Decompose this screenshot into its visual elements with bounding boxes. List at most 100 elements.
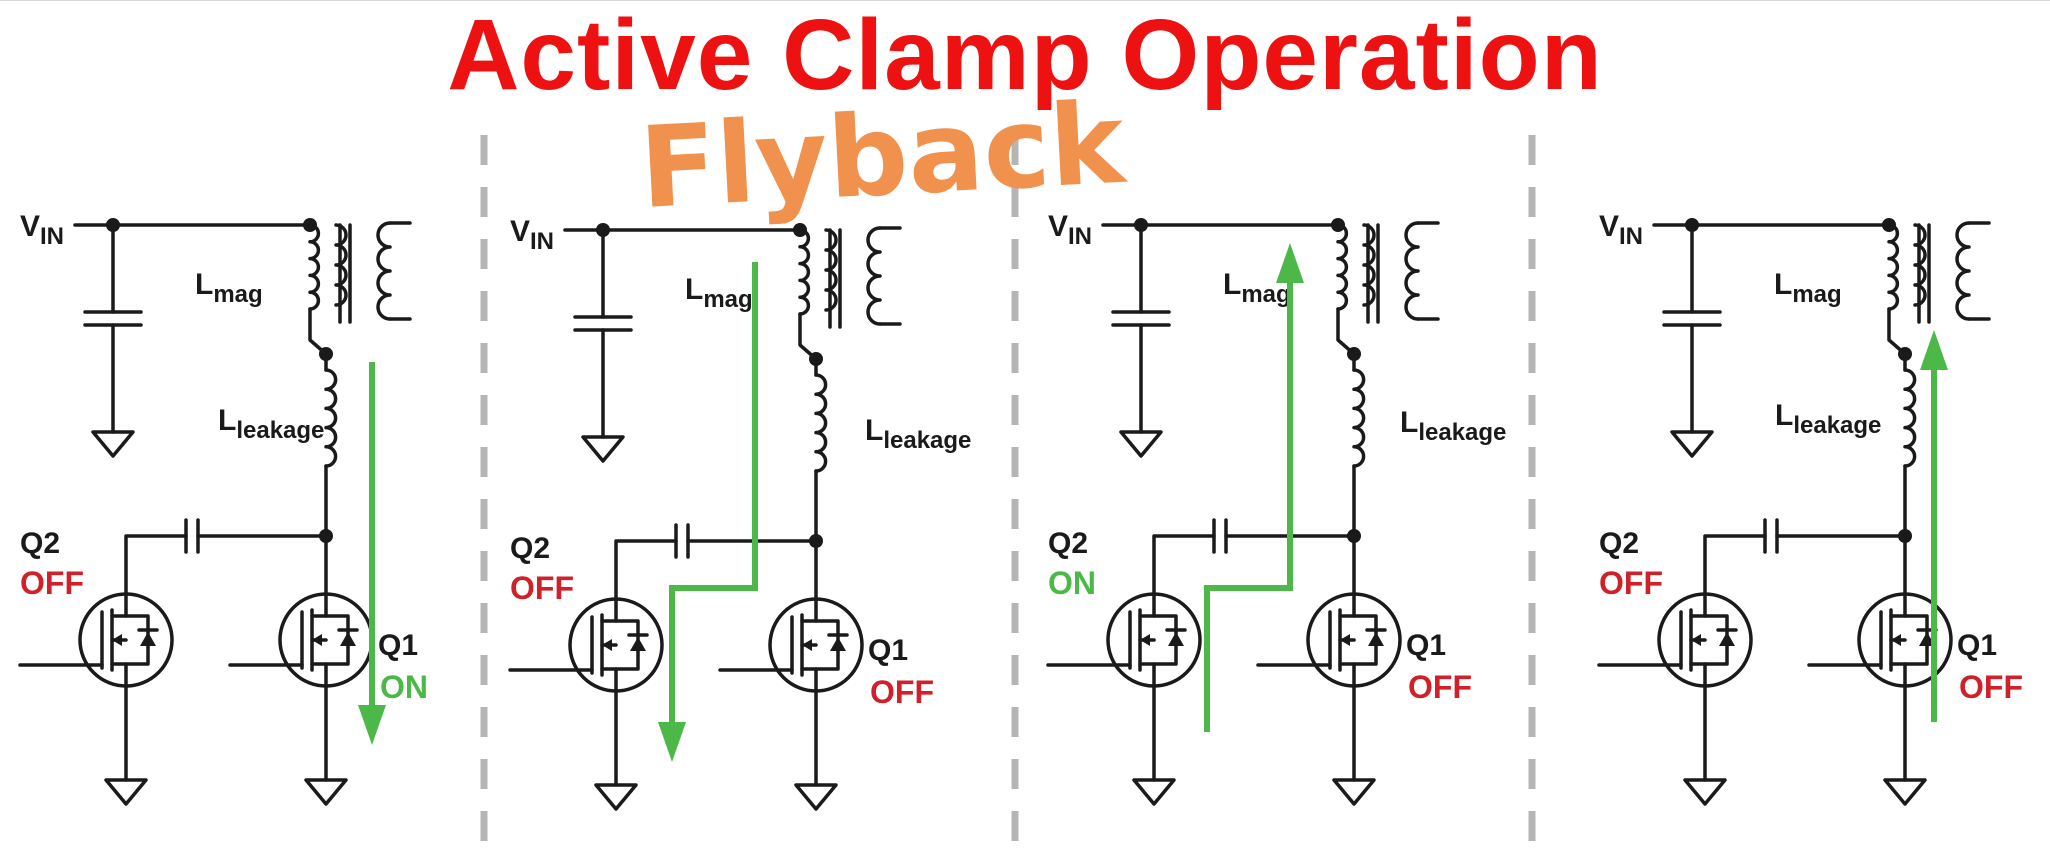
body-diode-triangle: [830, 637, 846, 651]
lmag-label: Lmag: [1774, 268, 1842, 308]
top-border: [0, 0, 2050, 1]
lmag-label: Lmag: [1223, 268, 1291, 308]
circuit-panels: VINLmagLleakageQ2OFFQ1ONVINLmagLleakageQ…: [18, 210, 2023, 811]
lleakage-inductor: [324, 368, 338, 468]
secondary-winding: [376, 221, 392, 321]
mosfet-arrow: [1891, 634, 1901, 646]
q2-mosfet: [1106, 592, 1202, 688]
body-diode-triangle: [340, 632, 356, 646]
clamp-wire: [1152, 534, 1216, 596]
secondary-winding: [1404, 221, 1420, 321]
vin-label: VIN: [20, 210, 64, 250]
q2-state: OFF: [20, 565, 84, 601]
ground-symbol: [594, 783, 638, 811]
q1-state: OFF: [1959, 669, 2023, 705]
secondary-winding: [866, 226, 882, 326]
vin-label: VIN: [1048, 210, 1092, 250]
q2-state: OFF: [510, 570, 574, 606]
body-diode-triangle: [1368, 632, 1384, 646]
ground-symbol: [1132, 778, 1176, 806]
ground-symbol: [1332, 778, 1376, 806]
q2-mosfet: [568, 597, 664, 693]
vin-label: VIN: [1599, 210, 1643, 250]
clamp-wire: [1703, 534, 1767, 596]
lleakage-label: Lleakage: [865, 414, 971, 454]
ground-symbol: [91, 430, 135, 458]
body-diode-triangle: [140, 632, 156, 646]
lleakage-inductor: [814, 373, 828, 473]
ground-symbol: [1683, 778, 1727, 806]
mosfet-arrow: [112, 634, 122, 646]
lleakage-inductor: [1903, 368, 1917, 468]
primary-winding: [824, 228, 838, 312]
current-arrowhead: [658, 722, 686, 762]
panel-dividers: [480, 135, 1536, 857]
ground-symbol: [1119, 430, 1163, 458]
body-diode-triangle: [1168, 632, 1184, 646]
ground-symbol: [104, 778, 148, 806]
lmag-label: Lmag: [195, 268, 263, 308]
handwritten-flyback-annotation: Flyback: [637, 79, 1130, 234]
secondary-winding: [1955, 221, 1971, 321]
mosfet-arrow: [602, 639, 612, 651]
primary-winding: [1362, 223, 1376, 307]
q1-state: OFF: [1408, 669, 1472, 705]
mosfet-arrow: [1340, 634, 1350, 646]
lleakage-label: Lleakage: [218, 404, 324, 444]
q1-label: Q1: [868, 634, 908, 667]
q2-state: ON: [1048, 565, 1096, 601]
body-diode-triangle: [630, 637, 646, 651]
lmag-inductor: [308, 223, 321, 311]
q1-mosfet: [1857, 592, 1953, 688]
primary-winding: [1913, 223, 1927, 307]
ground-symbol: [1670, 430, 1714, 458]
q1-label: Q1: [1957, 629, 1997, 662]
q1-state: ON: [380, 669, 428, 705]
q2-state: OFF: [1599, 565, 1663, 601]
mosfet-arrow: [1140, 634, 1150, 646]
q1-mosfet: [278, 592, 374, 688]
lmag-inductor: [1887, 223, 1900, 311]
q1-label: Q1: [378, 629, 418, 662]
current-arrowhead: [1920, 330, 1948, 370]
q2-label: Q2: [1599, 527, 1639, 560]
vin-label: VIN: [510, 215, 554, 255]
mosfet-arrow: [1691, 634, 1701, 646]
lmag-label: Lmag: [685, 273, 753, 313]
lleakage-label: Lleakage: [1400, 406, 1506, 446]
q1-mosfet: [768, 597, 864, 693]
ground-symbol: [304, 778, 348, 806]
page-title: Active Clamp Operation: [447, 0, 1603, 111]
current-path-line: [1204, 277, 1293, 732]
ground-symbol: [581, 435, 625, 463]
body-diode-triangle: [1719, 632, 1735, 646]
q2-label: Q2: [1048, 527, 1088, 560]
q2-mosfet: [78, 592, 174, 688]
q2-label: Q2: [510, 532, 550, 565]
q1-mosfet: [1306, 592, 1402, 688]
q1-label: Q1: [1406, 629, 1446, 662]
lmag-bottom-lead: [1336, 307, 1356, 356]
lleakage-label: Lleakage: [1775, 399, 1881, 439]
primary-winding: [334, 223, 348, 307]
mosfet-arrow: [802, 639, 812, 651]
lmag-bottom-lead: [1887, 307, 1907, 356]
mosfet-arrow: [312, 634, 322, 646]
q1-state: OFF: [870, 674, 934, 710]
ground-symbol: [794, 783, 838, 811]
ground-symbol: [1883, 778, 1927, 806]
lmag-inductor: [798, 228, 811, 316]
lmag-bottom-lead: [798, 312, 818, 361]
lmag-bottom-lead: [308, 307, 328, 356]
lleakage-inductor: [1352, 368, 1366, 468]
q2-mosfet: [1657, 592, 1753, 688]
current-path-line: [669, 262, 758, 728]
lmag-inductor: [1336, 223, 1349, 311]
current-arrowhead: [1276, 243, 1304, 283]
q2-label: Q2: [20, 527, 60, 560]
